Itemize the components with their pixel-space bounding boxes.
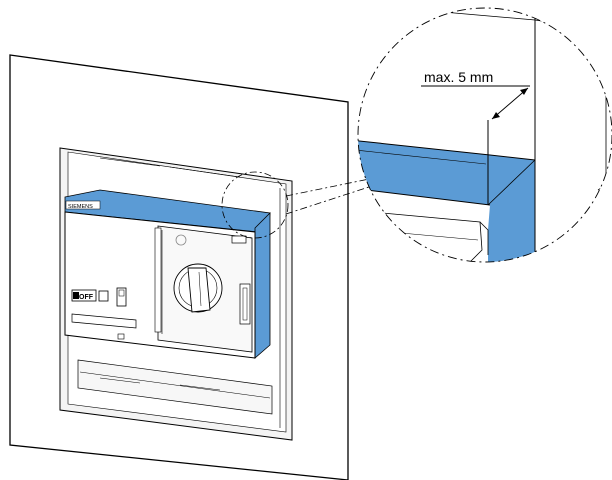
- door-latch: [231, 235, 247, 244]
- rotary-handle: [173, 263, 223, 313]
- front-door: SIEMENS OFF: [64, 189, 271, 359]
- detail-seal: [358, 140, 535, 262]
- dimension-label: max. 5 mm: [424, 69, 493, 85]
- dimension-arrow: [491, 87, 529, 120]
- off-label: OFF: [79, 294, 94, 301]
- brand-label: SIEMENS: [68, 204, 93, 210]
- detail-marker-circle: [221, 171, 289, 239]
- detail-view: max. 5 mm: [357, 7, 612, 263]
- detail-leader-bottom: [285, 185, 373, 215]
- seal-band-right: [254, 212, 271, 359]
- gear-symbol-icon: [175, 234, 187, 246]
